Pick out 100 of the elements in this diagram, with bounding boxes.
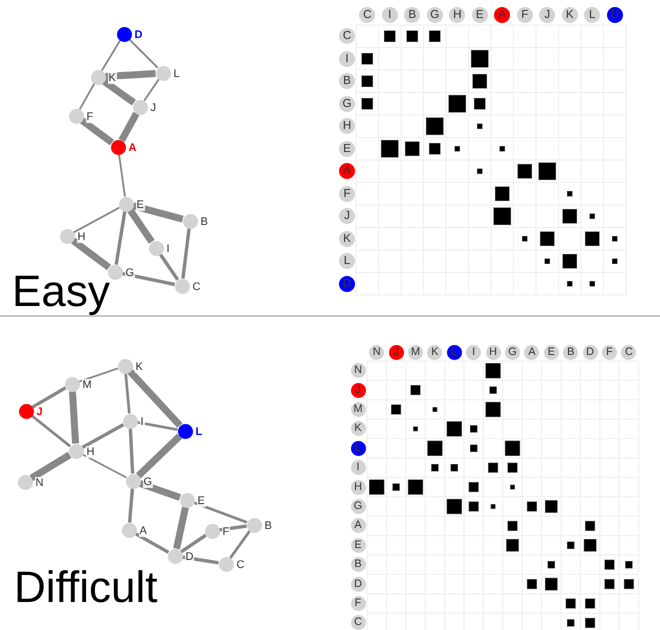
row-header: G [339, 96, 355, 112]
edge-line [219, 524, 247, 532]
edge-line [101, 40, 121, 72]
row-header: K [339, 230, 355, 247]
node-label: J [150, 102, 157, 114]
edge-line [143, 78, 160, 102]
row-header: B [350, 557, 366, 572]
column-header: L [446, 344, 462, 360]
column-header: B [563, 344, 578, 360]
column-header: B [404, 7, 420, 23]
node-label: A [138, 525, 148, 537]
edge-line [128, 428, 134, 474]
node-label: N [34, 477, 44, 489]
difficulty-label: Difficult [14, 564, 158, 612]
node-label: I [166, 243, 171, 255]
column-header: K [427, 344, 442, 360]
node-label: C [192, 281, 202, 293]
edge-line [32, 386, 66, 409]
row-header: K [350, 421, 366, 436]
column-header: H [449, 7, 466, 23]
column-header: J [388, 344, 404, 360]
row-header: A [350, 518, 366, 534]
column-header: D [582, 344, 598, 360]
edge-line [82, 423, 124, 449]
row-header: C [339, 28, 355, 44]
row-header: A [339, 163, 355, 180]
node-label: I [140, 416, 145, 428]
edge-line [158, 253, 180, 281]
node-label: E [196, 495, 206, 507]
node-label: F [86, 111, 94, 123]
edge-line [134, 532, 170, 554]
edge-line [180, 534, 207, 554]
row-header: D [350, 576, 366, 592]
edge-line [173, 506, 189, 550]
difficulty-label: Easy [12, 268, 110, 316]
edge-line [118, 112, 140, 142]
edge-line [114, 211, 126, 265]
row-header: I [350, 460, 366, 476]
row-header: E [350, 538, 366, 553]
column-header: M [408, 344, 423, 360]
column-header: K [562, 7, 578, 23]
column-header: A [524, 344, 540, 360]
node-label: G [124, 267, 136, 279]
row-header: F [339, 186, 355, 202]
row-header: J [350, 382, 366, 398]
column-header: E [472, 7, 488, 23]
column-header: N [369, 344, 384, 360]
column-header: F [516, 7, 533, 23]
edge-line [229, 530, 251, 559]
edge-line [137, 421, 178, 431]
column-header: J [539, 7, 556, 23]
node-label: A [128, 142, 138, 154]
node-label: D [184, 551, 194, 563]
node-label: K [134, 361, 144, 373]
column-header: E [544, 344, 559, 360]
node-label: F [222, 526, 230, 538]
edge-line [118, 154, 126, 197]
edge-line [138, 480, 182, 501]
edge-line [127, 208, 155, 244]
row-header: I [339, 50, 355, 67]
edge-line [128, 369, 182, 428]
edge-line [182, 555, 219, 565]
node-label: K [108, 72, 117, 84]
edge-line [128, 488, 134, 523]
row-header: C [350, 615, 366, 630]
row-header: G [350, 499, 366, 514]
edge-line [124, 373, 131, 414]
column-header: C [359, 7, 376, 23]
column-header: A [494, 7, 510, 23]
row-header: N [350, 363, 366, 378]
edge-line [82, 454, 127, 478]
column-header: C [621, 344, 636, 360]
edge-line [132, 202, 184, 222]
edge-line [128, 38, 158, 68]
row-header: H [339, 118, 355, 134]
edge-line [80, 118, 114, 146]
column-header: G [505, 344, 520, 360]
node-label: E [136, 199, 145, 211]
node-label: D [134, 29, 144, 41]
row-header: M [350, 402, 366, 417]
column-header: H [486, 344, 501, 360]
edge-line [78, 368, 118, 382]
node-label: B [200, 216, 209, 228]
node-label: J [36, 406, 44, 418]
node-label: L [172, 68, 181, 80]
row-header: H [350, 480, 366, 495]
row-header: J [339, 208, 355, 224]
edge-line [68, 391, 80, 444]
edge-line [181, 228, 191, 279]
node-label: B [264, 520, 273, 532]
row-header: D [339, 276, 355, 292]
edge-line [105, 70, 156, 80]
column-header: F [602, 344, 617, 360]
column-header: I [466, 344, 482, 360]
edge-line [194, 501, 248, 524]
column-header: L [584, 7, 600, 23]
edge-line [70, 238, 112, 270]
row-header: F [350, 596, 366, 611]
row-header: E [339, 140, 355, 157]
node-label: L [194, 426, 204, 438]
